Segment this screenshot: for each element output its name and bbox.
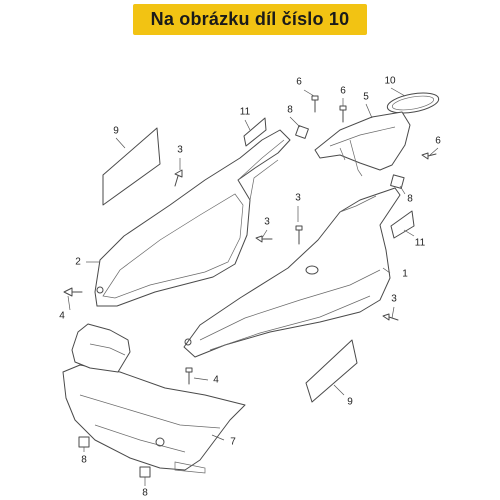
callout-3-center: 3 — [295, 193, 301, 204]
screw-6-left — [311, 95, 319, 113]
callout-11-right: 11 — [415, 238, 426, 249]
callout-3-right: 3 — [391, 294, 397, 305]
callout-1: 1 — [402, 269, 408, 280]
callout-5: 5 — [363, 92, 369, 103]
decal-right-9 — [305, 339, 358, 403]
screw-4-lower — [185, 367, 193, 385]
nut-8-lower-mid — [139, 466, 151, 478]
callout-6-right: 6 — [435, 136, 441, 147]
callout-9-left: 9 — [113, 126, 119, 137]
screw-6-mid — [339, 105, 347, 123]
callout-8-lower-mid: 8 — [142, 488, 148, 499]
callout-6-mid: 6 — [340, 86, 346, 97]
rear-cover-5 — [314, 111, 411, 171]
decal-11-upper — [243, 117, 267, 147]
callout-3-upper: 3 — [177, 145, 183, 156]
callout-8-right: 8 — [407, 194, 413, 205]
callout-7: 7 — [230, 437, 236, 448]
decal-left-9 — [102, 127, 161, 206]
screw-3-right — [382, 313, 399, 321]
callout-4-lower: 4 — [213, 375, 219, 386]
side-cover-right-1 — [183, 187, 401, 358]
nut-8-right — [390, 174, 405, 189]
title-banner: Na obrázku díl číslo 10 — [133, 4, 367, 35]
side-cover-left-2 — [94, 129, 291, 307]
emblem-10 — [386, 92, 440, 114]
callout-6-left: 6 — [296, 77, 302, 88]
callout-3-mid: 3 — [264, 217, 270, 228]
callout-2: 2 — [75, 257, 81, 268]
callout-11-upper: 11 — [240, 107, 251, 118]
nut-8-lower-left — [78, 436, 90, 448]
screw-6-right — [421, 152, 437, 160]
callout-10: 10 — [384, 76, 396, 87]
callout-8-upper: 8 — [287, 105, 293, 116]
decal-11-right — [390, 210, 415, 239]
callout-9-right: 9 — [347, 397, 353, 408]
callout-8-lower-left: 8 — [81, 455, 87, 466]
screw-3-center — [295, 225, 303, 245]
lower-cover-7-top — [71, 323, 131, 373]
nut-8-upper — [295, 125, 309, 139]
callout-4-left: 4 — [59, 311, 65, 322]
banner-title: Na obrázku díl číslo 10 — [150, 9, 350, 29]
screw-4-left — [63, 287, 83, 297]
screw-3-left — [255, 235, 273, 243]
screw-3-upper — [174, 169, 183, 187]
